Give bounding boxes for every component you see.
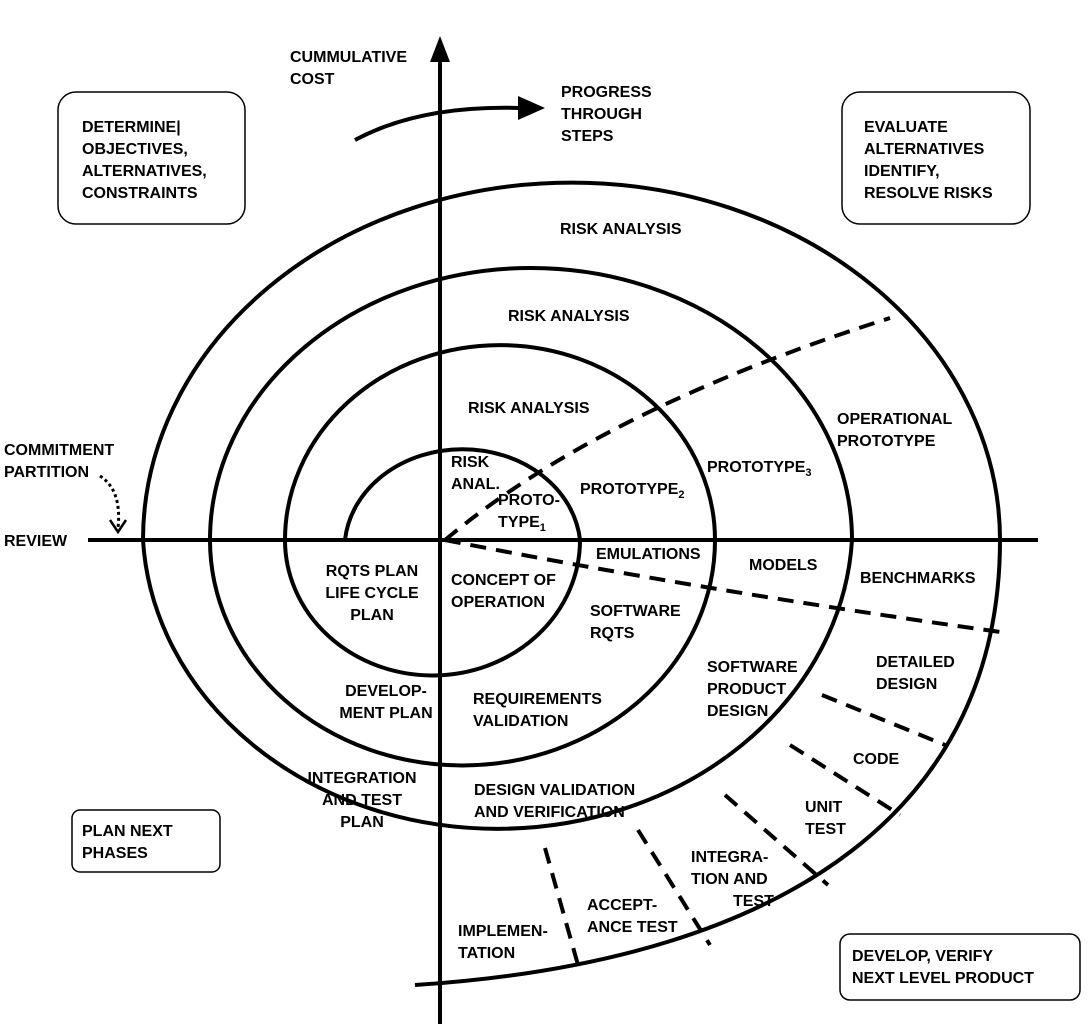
- progress-arrowhead-icon: [518, 96, 545, 120]
- cost-arrowhead-icon: [430, 36, 450, 62]
- software-rqts-1: SOFTWARE: [590, 603, 681, 620]
- development-plan-2: MENT PLAN: [339, 705, 432, 722]
- tl-box-1: DETERMINE|: [82, 119, 181, 136]
- tl-box-2: OBJECTIVES,: [82, 141, 188, 158]
- tl-box-3: ALTERNATIVES,: [82, 163, 207, 180]
- commitment-label-1: COMMITMENT: [4, 442, 114, 459]
- operational-prototype-2: PROTOTYPE: [837, 433, 936, 450]
- detailed-design-divider: [821, 693, 946, 747]
- cost-axis-label-1: CUMMULATIVE: [290, 49, 407, 66]
- design-validation-2: AND VERIFICATION: [474, 804, 625, 821]
- rqts-plan-2: LIFE CYCLE: [325, 585, 419, 602]
- risk-analysis-1b: ANAL.: [451, 476, 500, 493]
- integration-plan-2: AND TEST: [322, 792, 402, 809]
- acceptance-test-divider: [543, 847, 582, 973]
- tr-box-3: IDENTIFY,: [864, 163, 940, 180]
- models: MODELS: [749, 557, 818, 574]
- tr-box-4: RESOLVE RISKS: [864, 185, 993, 202]
- concept-1: CONCEPT OF: [451, 572, 556, 589]
- benchmarks: BENCHMARKS: [860, 570, 976, 587]
- development-plan-1: DEVELOP-: [345, 683, 427, 700]
- progress-label-3: STEPS: [561, 128, 614, 145]
- bl-box-1: PLAN NEXT: [82, 823, 173, 840]
- commitment-label-2: PARTITION: [4, 464, 89, 481]
- tr-box-2: ALTERNATIVES: [864, 141, 985, 158]
- product-design-3: DESIGN: [707, 703, 768, 720]
- progress-arrow: [354, 105, 521, 142]
- req-validation-1: REQUIREMENTS: [473, 691, 602, 708]
- integration-plan-3: PLAN: [340, 814, 384, 831]
- prototype-1b: TYPE1: [498, 514, 546, 534]
- risk-analysis-2: RISK ANALYSIS: [468, 400, 590, 417]
- risk-analysis-4: RISK ANALYSIS: [560, 221, 682, 238]
- prototype-2: PROTOTYPE2: [580, 481, 685, 501]
- commitment-dotted-arrow: [99, 474, 121, 529]
- operational-prototype-1: OPERATIONAL: [837, 411, 952, 428]
- unit-test-1: UNIT: [805, 799, 843, 816]
- tl-box-4: CONSTRAINTS: [82, 185, 198, 202]
- progress-label-2: THROUGH: [561, 106, 642, 123]
- determine-objectives-box: [57, 91, 246, 225]
- prototype-dashed-line: [443, 316, 891, 542]
- software-rqts-2: RQTS: [590, 625, 635, 642]
- integration-test-2: TION AND: [691, 871, 768, 888]
- spiral-path: [140, 180, 1003, 987]
- acceptance-test-2: ANCE TEST: [587, 919, 678, 936]
- unit-test-divider: [723, 793, 830, 887]
- progress-label-1: PROGRESS: [561, 84, 652, 101]
- implementation-1: IMPLEMEN-: [458, 923, 548, 940]
- emulations: EMULATIONS: [596, 546, 701, 563]
- integration-test-3: TEST: [733, 893, 774, 910]
- evaluate-alternatives-box: [841, 91, 1031, 225]
- product-design-2: PRODUCT: [707, 681, 786, 698]
- detailed-design-2: DESIGN: [876, 676, 937, 693]
- detailed-design-1: DETAILED: [876, 654, 955, 671]
- br-box-2: NEXT LEVEL PRODUCT: [852, 970, 1034, 987]
- integration-test-divider: [636, 828, 712, 947]
- cost-axis-label-2: COST: [290, 71, 335, 88]
- acceptance-test-1: ACCEPT-: [587, 897, 657, 914]
- risk-analysis-3: RISK ANALYSIS: [508, 308, 630, 325]
- integration-plan-1: INTEGRATION: [307, 770, 416, 787]
- prototype-1a: PROTO-: [498, 492, 560, 509]
- review-label: REVIEW: [4, 533, 68, 550]
- prototype-3: PROTOTYPE3: [707, 459, 812, 479]
- commitment-arrowhead-icon: [108, 519, 128, 535]
- plan-next-phases-box: [71, 809, 221, 873]
- tr-box-1: EVALUATE: [864, 119, 948, 136]
- br-box-1: DEVELOP, VERIFY: [852, 948, 993, 965]
- development-dashed-line: [444, 538, 1001, 634]
- code-divider: [788, 743, 902, 817]
- rqts-plan-1: RQTS PLAN: [326, 563, 418, 580]
- bl-box-2: PHASES: [82, 845, 148, 862]
- product-design-1: SOFTWARE: [707, 659, 798, 676]
- concept-2: OPERATION: [451, 594, 545, 611]
- risk-analysis-1a: RISK: [451, 454, 490, 471]
- integration-test-1: INTEGRA-: [691, 849, 768, 866]
- rqts-plan-3: PLAN: [350, 607, 394, 624]
- unit-test-2: TEST: [805, 821, 846, 838]
- req-validation-2: VALIDATION: [473, 713, 568, 730]
- design-validation-1: DESIGN VALIDATION: [474, 782, 635, 799]
- develop-verify-box: [839, 933, 1081, 1001]
- code: CODE: [853, 751, 900, 768]
- implementation-2: TATION: [458, 945, 515, 962]
